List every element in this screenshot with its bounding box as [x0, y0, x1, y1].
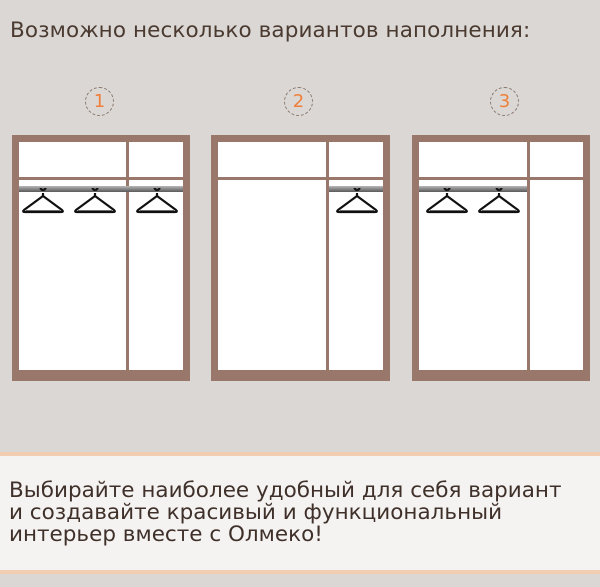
open-section-right	[530, 180, 583, 370]
top-shelf-left	[19, 142, 126, 177]
top-shelf-left	[218, 142, 326, 177]
variant-badge-1: 1	[85, 87, 114, 116]
top-shelf-right	[530, 142, 583, 177]
variant-number: 3	[498, 91, 511, 112]
hanging-rod	[19, 186, 183, 192]
hanging-rod	[419, 186, 527, 192]
page-title: Возможно несколько вариантов наполнения:	[10, 18, 531, 43]
footer-line: Выбирайте наиболее удобный для себя вари…	[9, 478, 562, 503]
wardrobe-variant-1	[12, 135, 190, 381]
wardrobe-variant-3	[412, 135, 590, 381]
hanger-icon	[336, 188, 378, 214]
variant-badge-3: 3	[490, 87, 519, 116]
footer-banner: Выбирайте наиболее удобный для себя вари…	[0, 452, 600, 574]
footer-text: Выбирайте наиболее удобный для себя вари…	[9, 480, 562, 546]
variant-number: 1	[93, 91, 106, 112]
footer-line: интерьер вместе с Олмеко!	[9, 522, 323, 547]
hanger-icon	[22, 188, 64, 214]
top-shelf-right	[329, 142, 383, 177]
hanger-icon	[478, 188, 520, 214]
top-shelf-right	[129, 142, 183, 177]
hanger-icon	[426, 188, 468, 214]
variant-number: 2	[292, 91, 305, 112]
open-section-left	[218, 180, 326, 370]
wardrobe-variant-2	[211, 135, 390, 381]
footer-line: и создавайте красивый и функциональный	[9, 500, 503, 525]
variant-badge-2: 2	[284, 87, 313, 116]
hanger-icon	[74, 188, 116, 214]
hanger-icon	[136, 188, 178, 214]
top-shelf-left	[419, 142, 527, 177]
